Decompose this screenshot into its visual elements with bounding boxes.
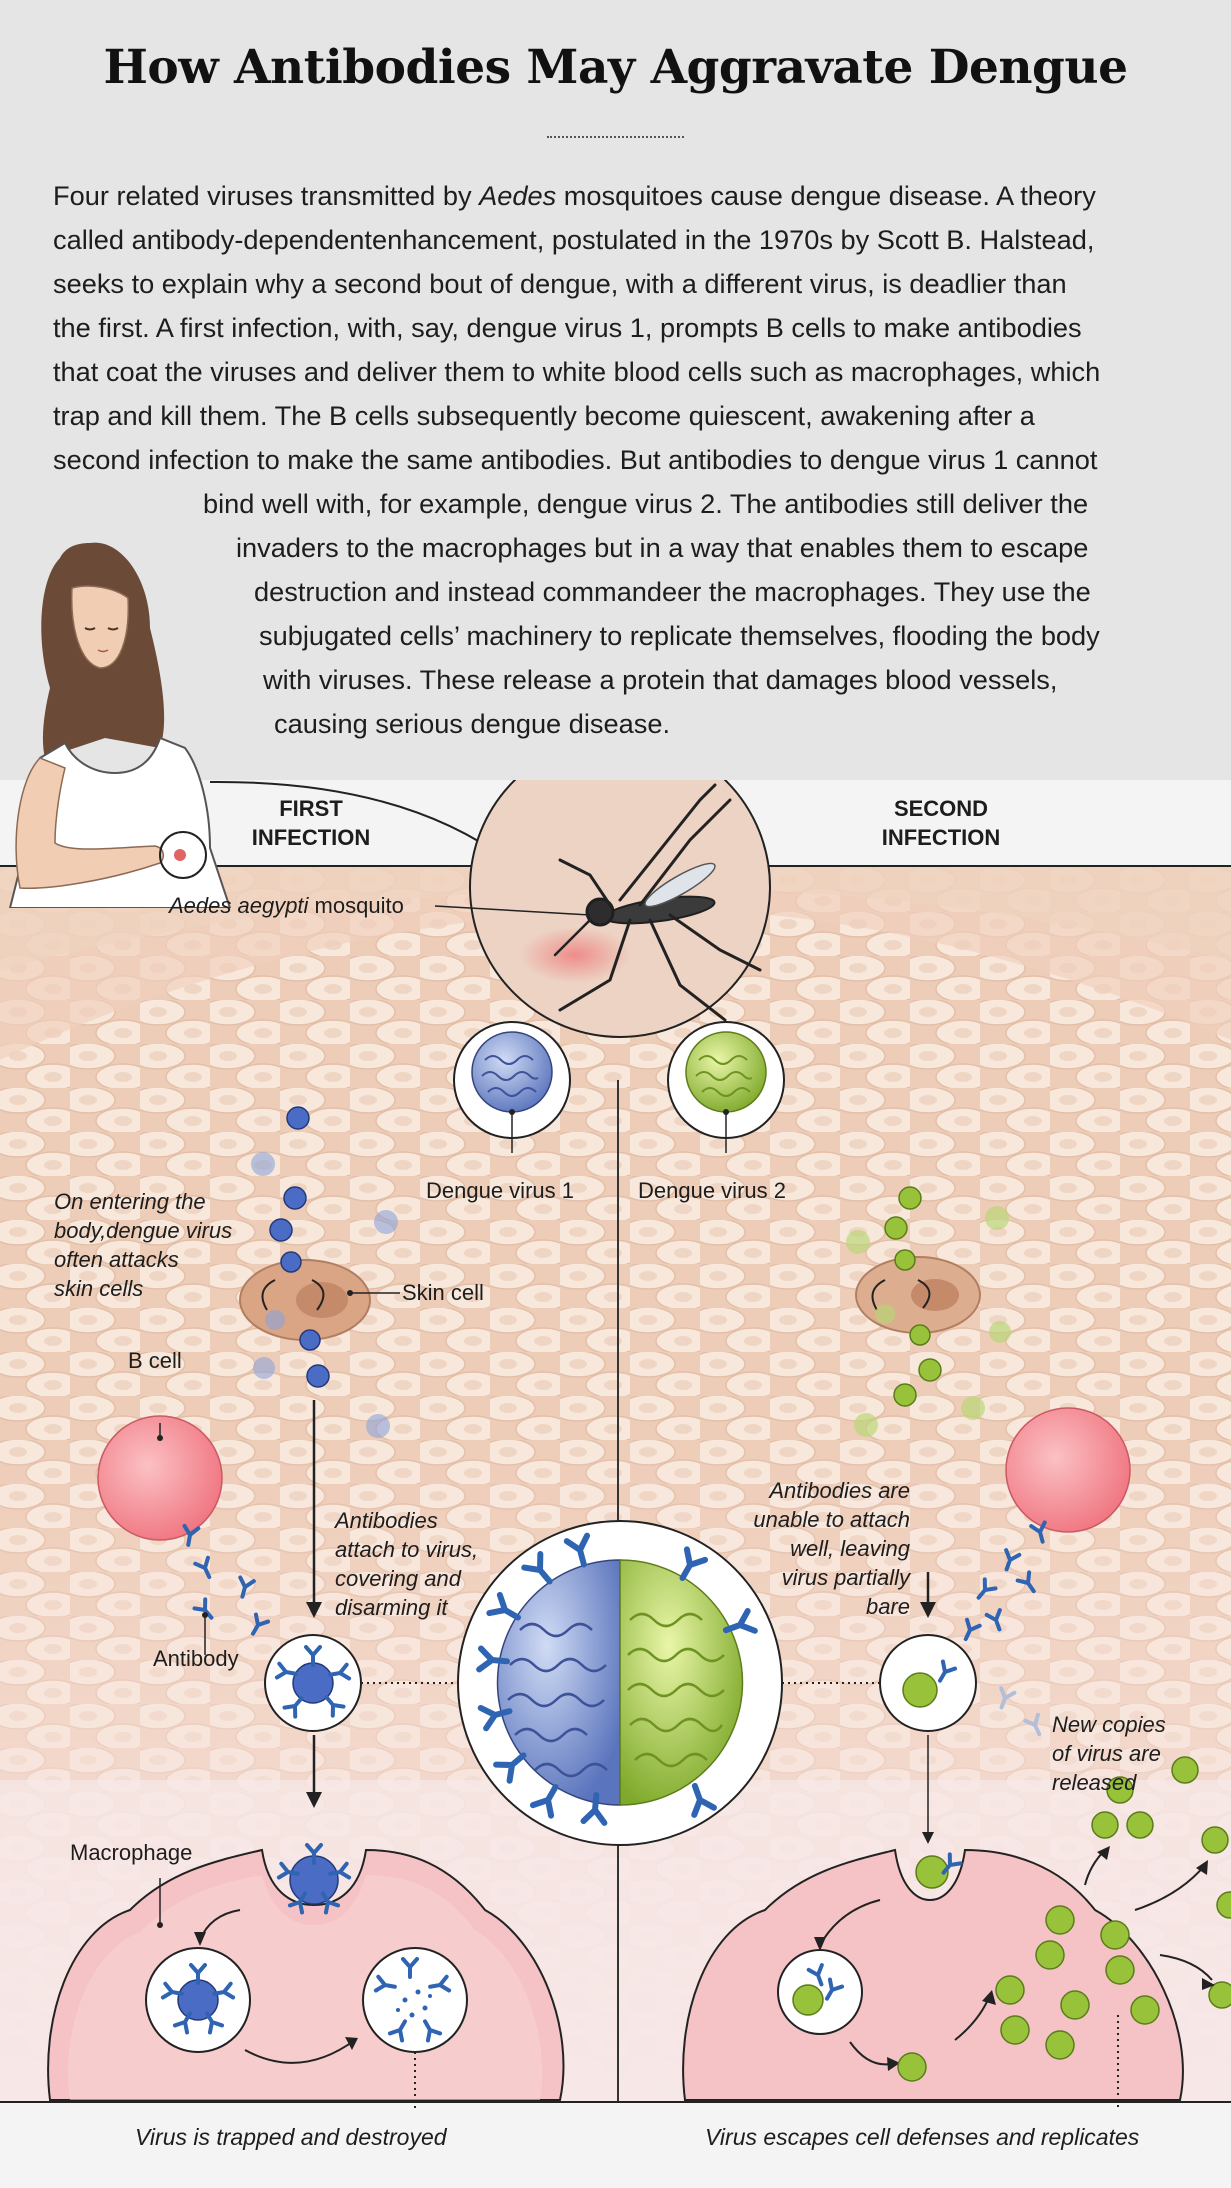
title-divider xyxy=(547,136,684,138)
intro-line: called antibody-dependentenhancement, po… xyxy=(53,224,1095,255)
intro-line: the first. A first infection, with, say,… xyxy=(53,312,1082,343)
mosquito-label: Aedes aegypti mosquito xyxy=(169,893,404,918)
intro-line: invaders to the macrophages but in a way… xyxy=(236,532,1089,563)
macrophage-label: Macrophage xyxy=(70,1840,193,1865)
skin-cell-label: Skin cell xyxy=(402,1280,484,1305)
intro-line: bind well with, for example, dengue viru… xyxy=(203,488,1089,519)
b-cell-label: B cell xyxy=(128,1348,182,1373)
intro-line: Four related viruses transmitted by Aede… xyxy=(53,180,1096,211)
intro-line: subjugated cells’ machinery to replicate… xyxy=(259,620,1100,651)
virus1-label: Dengue virus 1 xyxy=(426,1178,574,1203)
girl-illustration xyxy=(8,542,232,908)
virus2-label: Dengue virus 2 xyxy=(638,1178,786,1203)
intro-line: destruction and instead commandeer the m… xyxy=(254,576,1091,607)
intro-line: second infection to make the same antibo… xyxy=(53,444,1098,475)
caption-left: Virus is trapped and destroyed xyxy=(135,2124,447,2150)
intro-line: trap and kill them. The B cells subseque… xyxy=(53,400,1035,431)
mosquito-icon xyxy=(553,783,762,1022)
antibody-label: Antibody xyxy=(153,1646,239,1671)
intro-line: with viruses. These release a protein th… xyxy=(263,664,1058,695)
page-title: How Antibodies May Aggravate Dengue xyxy=(103,40,1128,95)
diagram-illustration xyxy=(0,780,1231,2188)
intro-line: causing serious dengue disease. xyxy=(274,708,670,739)
intro-line: seeks to explain why a second bout of de… xyxy=(53,268,1067,299)
header-panel: How Antibodies May Aggravate Dengue xyxy=(0,0,1231,780)
intro-line: that coat the viruses and deliver them t… xyxy=(53,356,1101,387)
caption-right: Virus escapes cell defenses and replicat… xyxy=(705,2124,1140,2150)
